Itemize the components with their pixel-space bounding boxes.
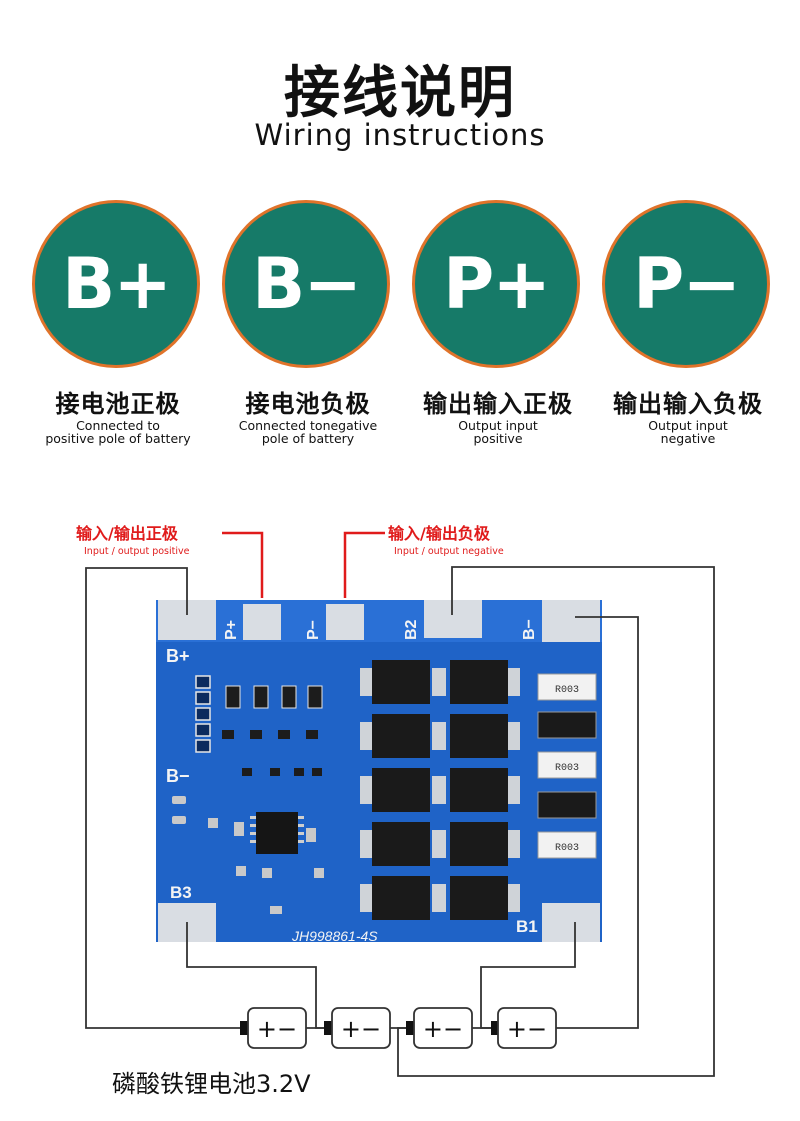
wires: [85, 566, 715, 1077]
terminal-p-minus: P− 输出输入负极 Output input negative: [598, 200, 778, 450]
terminal-b-minus: B− 接电池负极 Connected tonegative pole of ba…: [218, 200, 398, 450]
ic-pins: [250, 816, 304, 843]
battery-cell: +−: [406, 1007, 473, 1049]
terminal-b-plus-label-en-line2: positive pole of battery: [45, 431, 191, 446]
callout-negative: 输入/输出负极 Input / output negative: [388, 520, 504, 557]
pad-b2: [424, 600, 482, 638]
mosfet: [450, 714, 508, 758]
pad-b1: [542, 903, 600, 942]
terminal-p-minus-label-cn: 输出输入负极: [613, 390, 763, 418]
pcb-board: R003 R003 R003 B+ B− B3 B1 P+ P− B2 B− J…: [156, 600, 602, 944]
silk-p-plus: P+: [223, 620, 240, 640]
silk-b2: B2: [403, 619, 420, 640]
pcb-top-strip: [156, 600, 602, 642]
pad-b-minus: [542, 600, 600, 642]
terminal-p-plus: P+ 输出输入正极 Output input positive: [408, 200, 588, 450]
callout-negative-cn: 输入/输出负极: [388, 524, 490, 543]
terminal-p-plus-label-en: Output input positive: [393, 419, 603, 445]
shunt-resistor: [537, 751, 597, 779]
terminal-p-plus-label-en-line2: positive: [473, 431, 523, 446]
battery-type-label: 磷酸铁锂电池3.2V: [112, 1070, 311, 1098]
mosfet: [450, 876, 508, 920]
balance-connector: [195, 675, 211, 753]
battery-cells: +− +− +− +−: [240, 1007, 557, 1049]
page-title: 接线说明: [284, 61, 516, 126]
mosfet: [372, 660, 430, 704]
callout-positive-en: Input / output positive: [84, 546, 190, 557]
terminal-b-minus-label-cn: 接电池负极: [245, 390, 371, 418]
terminal-b-minus-label-en-line1: Connected tonegative: [238, 418, 378, 433]
shunt-resistor: [537, 831, 597, 859]
terminal-p-plus-label-cn: 输出输入正极: [423, 390, 573, 418]
pad-p-minus: [326, 604, 364, 640]
pad-p-plus: [243, 604, 281, 640]
mosfet-array: [360, 660, 520, 920]
shunt-label: R003: [555, 685, 579, 696]
cell-polarity: +−: [257, 1015, 297, 1043]
shunt-resistors: R003 R003 R003: [537, 673, 597, 859]
small-transistors: [222, 730, 322, 776]
battery-cell: +−: [240, 1007, 307, 1049]
terminal-b-plus: B+ 接电池正极 Connected to positive pole of b…: [28, 200, 208, 450]
terminal-p-minus-label-en: Output input negative: [583, 419, 793, 445]
mosfet: [372, 768, 430, 812]
mosfet: [450, 768, 508, 812]
cell-polarity: +−: [341, 1015, 381, 1043]
terminal-p-minus-label-en-line2: negative: [660, 431, 716, 446]
capacitors: [172, 796, 324, 914]
shunt-resistor: [537, 673, 597, 701]
battery-cell: +−: [491, 1007, 557, 1049]
terminal-b-plus-label-cn: 接电池正极: [55, 390, 181, 418]
callout-positive-cn: 输入/输出正极: [76, 524, 178, 543]
mosfet: [372, 714, 430, 758]
silk-b-plus: B+: [166, 646, 190, 666]
shunt-label: R003: [555, 843, 579, 854]
cell-polarity: +−: [507, 1015, 547, 1043]
silk-b3: B3: [170, 883, 192, 902]
terminal-p-plus-label-en-line1: Output input: [458, 418, 538, 433]
control-ic: [256, 812, 298, 854]
terminal-b-plus-label-en: Connected to positive pole of battery: [13, 419, 223, 445]
terminal-b-minus-label-en-line2: pole of battery: [261, 431, 355, 446]
terminal-p-minus-badge: P−: [602, 200, 770, 368]
callout-negative-en: Input / output negative: [394, 546, 504, 557]
page-subtitle: Wiring instructions: [254, 118, 546, 152]
shunt-resistor: [537, 791, 597, 819]
terminal-b-minus-label-en: Connected tonegative pole of battery: [203, 419, 413, 445]
balance-resistors: [225, 685, 323, 709]
mosfet: [450, 822, 508, 866]
mosfet: [372, 876, 430, 920]
mosfet: [450, 660, 508, 704]
silk-b1: B1: [516, 917, 538, 936]
terminal-b-minus-badge: B−: [222, 200, 390, 368]
silk-p-minus: P−: [305, 620, 322, 640]
terminal-p-minus-label-en-line1: Output input: [648, 418, 728, 433]
terminal-b-plus-badge: B+: [32, 200, 200, 368]
board-model: JH998861-4S: [291, 928, 378, 944]
silk-b-minus-top: B−: [521, 619, 538, 640]
callout-leaders: [222, 531, 385, 598]
battery-cell: +−: [324, 1007, 391, 1049]
terminal-p-plus-badge: P+: [412, 200, 580, 368]
callout-positive: 输入/输出正极 Input / output positive: [76, 520, 189, 557]
terminal-b-plus-label-en-line1: Connected to: [76, 418, 160, 433]
cell-polarity: +−: [423, 1015, 463, 1043]
mosfet: [372, 822, 430, 866]
shunt-label: R003: [555, 763, 579, 774]
silk-b-minus-side: B−: [166, 766, 190, 786]
shunt-resistor: [537, 711, 597, 739]
